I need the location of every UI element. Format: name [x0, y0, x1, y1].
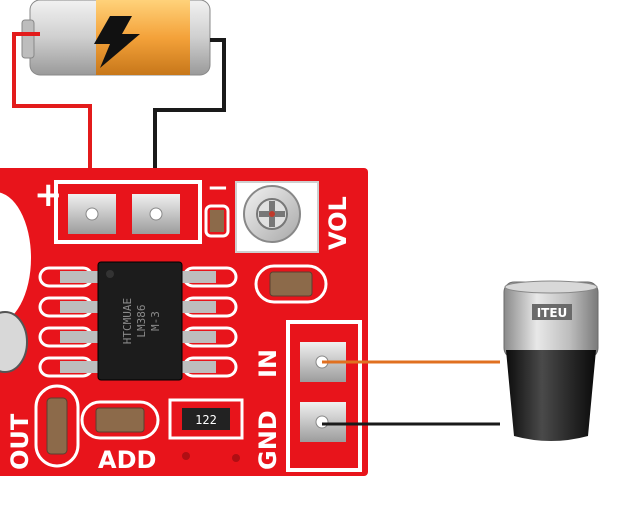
resistor-code: 122 [195, 413, 217, 427]
add-label: ADD [98, 446, 156, 474]
positive-wire [12, 32, 92, 212]
chip-marking-line3: M-3 [149, 311, 162, 331]
vol-label: VOL [324, 196, 352, 250]
smd-resistor [182, 408, 230, 430]
capacitor [0, 311, 28, 373]
battery [21, 0, 211, 76]
minus-label: − [207, 173, 229, 203]
gnd-label: GND [254, 410, 282, 470]
plus-label: + [34, 175, 63, 215]
lm386-chip: HTCMUAE LM386 M-3 [97, 261, 183, 381]
battery-terminal [21, 19, 35, 59]
input-header-outline [286, 320, 362, 472]
out-label: OUT [6, 413, 34, 470]
output-capacitor [46, 397, 68, 455]
power-header-outline [54, 180, 202, 244]
negative-wire [153, 38, 226, 212]
volume-potentiometer[interactable] [235, 181, 319, 253]
smd-capacitor-top [269, 271, 313, 297]
chip-pins-right [176, 266, 238, 378]
add-capacitor [95, 407, 145, 433]
chip-marking-line1: HTCMUAE [121, 298, 134, 344]
chip-pins-left [38, 266, 100, 378]
smd-capacitor [210, 210, 224, 232]
electret-microphone: ITEU [503, 280, 599, 441]
lightning-bolt-icon [94, 16, 140, 68]
mic-brand: ITEU [537, 306, 568, 320]
in-label: IN [254, 349, 282, 378]
amplifier-board: + − VOL [0, 168, 368, 476]
mounting-hole [0, 192, 31, 324]
chip-marking-line2: LM386 [135, 304, 148, 337]
mic-rubber-boot [506, 350, 596, 441]
